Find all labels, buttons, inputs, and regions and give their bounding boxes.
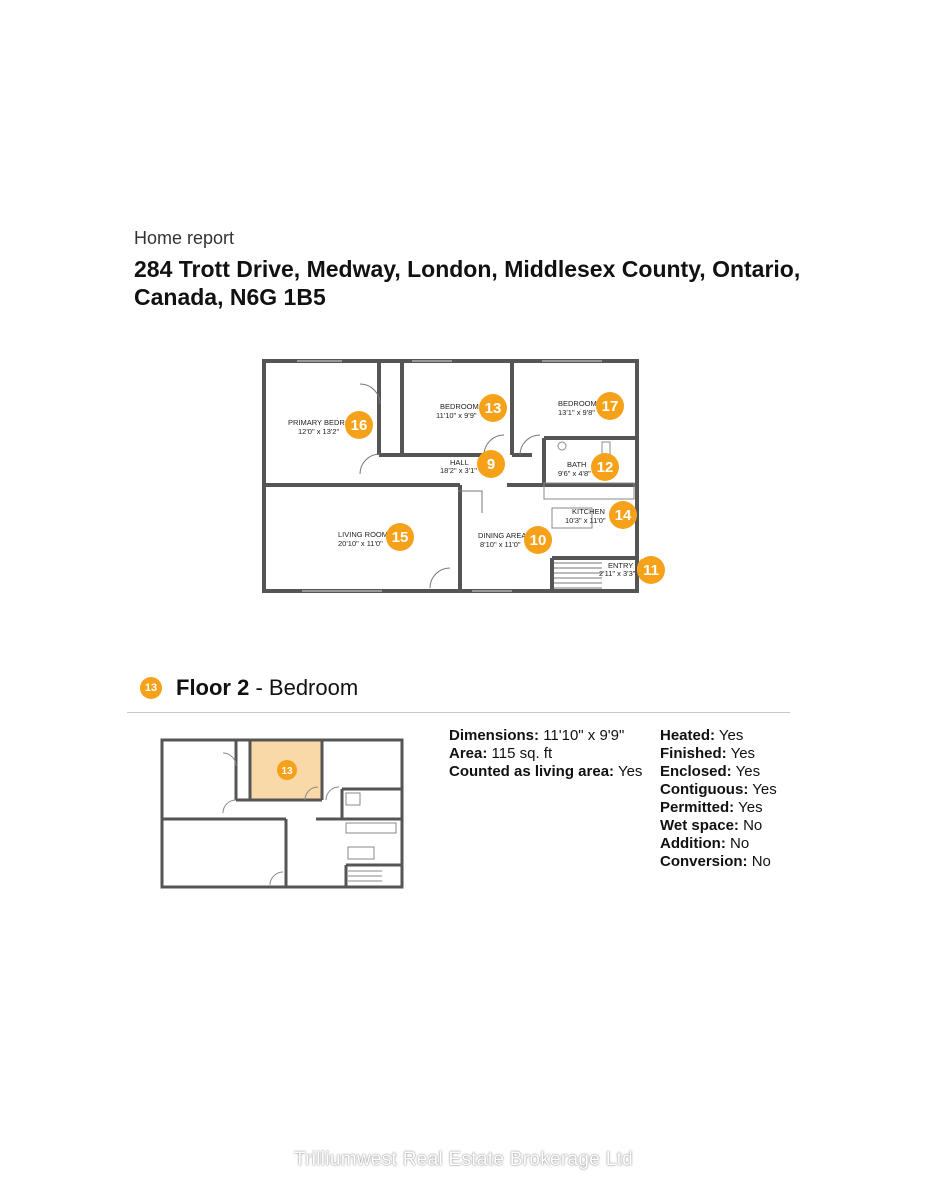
room-dims: 2'11" x 3'3" [599,569,636,578]
room-dims: 20'10" x 11'0" [338,539,383,548]
title-separator: - [249,675,269,700]
room-badge-number: 15 [392,529,409,546]
detail-heated: Heated: Yes [660,727,744,744]
room-badge [591,453,619,481]
mini-room-badge [277,760,297,780]
mini-floor-plan: 13 [160,738,404,889]
floor-name: Floor 2 [176,675,250,700]
floor-plan: PRIMARY BEDROOM 12'0" x 13'2" 16 BEDROOM… [262,359,642,593]
room-badge-number: 10 [530,532,547,549]
entry-badge: 11 [637,556,665,584]
detail-enclosed: Enclosed: Yes [660,763,761,780]
section-badge: 13 [140,677,162,699]
detail-area: Area: 115 sq. ft [449,745,553,762]
room-dims: 12'0" x 13'2" [298,427,339,436]
property-address: 284 Trott Drive, Medway, London, Middles… [134,256,801,310]
room-name: PRIMARY BEDROOM [288,418,363,427]
room-primary-bedroom: PRIMARY BEDROOM 12'0" x 13'2" 16 [288,411,373,439]
room-badge-number: 12 [597,459,614,476]
floor-plan-windows [297,360,602,592]
room-bedroom-17: BEDROOM 13'1" x 9'8" 17 [558,392,624,420]
room-name: BEDROOM [440,402,479,411]
room-dims: 10'3" x 11'0" [565,516,606,525]
room-name: BEDROOM [558,399,597,408]
room-hall: HALL 18'2" x 3'1" 9 [440,450,505,478]
room-badge-number: 16 [351,417,368,434]
room-dims: 13'1" x 9'8" [558,408,595,417]
room-badge-number: 13 [485,400,502,417]
detail-finished: Finished: Yes [660,745,756,762]
room-badge [609,501,637,529]
room-badge-number: 9 [487,456,495,473]
room-badge-number: 14 [615,507,632,524]
room-dims: 9'6" x 4'8" [558,469,591,478]
section-title: Floor 2 - Bedroom [176,675,358,701]
detail-dimensions: Dimensions: 11'10" x 9'9" [449,727,625,744]
brokerage-watermark: Trilliumwest Real Estate Brokerage Ltd [293,1149,634,1170]
room-badge [345,411,373,439]
room-dining-area: DINING AREA 8'10" x 11'0" 10 [478,526,552,554]
room-badge-number: 11 [643,562,659,579]
room-name: BATH [567,460,586,469]
room-badge [386,523,414,551]
report-subtitle: Home report [134,228,235,248]
room-details-left: Dimensions: 11'10" x 9'9" Area: 115 sq. … [449,727,642,781]
room-name: HALL [450,458,469,467]
room-bedroom-13: BEDROOM 11'10" x 9'9" 13 [436,394,507,422]
room-name: KITCHEN [572,507,605,516]
room-badge [524,526,552,554]
mini-room-badge-number: 13 [281,766,293,777]
room-name: DINING AREA [478,531,526,540]
room-dims: 18'2" x 3'1" [440,466,477,475]
room-badge-number: 17 [602,398,619,415]
room-dims: 8'10" x 11'0" [480,540,521,549]
room-badge [596,392,624,420]
section-divider [127,712,790,713]
detail-conversion: Conversion: No [660,853,771,870]
detail-contiguous: Contiguous: Yes [660,781,777,798]
room-details-right: Heated: Yes Finished: Yes Enclosed: Yes … [660,727,777,871]
room-name: Bedroom [268,675,359,700]
detail-living-area: Counted as living area: Yes [449,763,643,780]
section-heading: 13 Floor 2 - Bedroom [140,674,358,702]
detail-addition: Addition: No [660,835,750,852]
room-dims: 11'10" x 9'9" [436,411,477,420]
room-name: ENTRY [608,561,633,570]
room-badge [477,450,505,478]
room-living-room: LIVING ROOM 20'10" x 11'0" 15 [338,523,414,551]
stairs [554,562,602,589]
room-name: LIVING ROOM [338,530,388,539]
room-kitchen: KITCHEN 10'3" x 11'0" 14 [565,501,637,529]
room-bath: BATH 9'6" x 4'8" 12 [558,453,619,481]
room-badge [479,394,507,422]
detail-wet-space: Wet space: No [660,817,763,834]
detail-permitted: Permitted: Yes [660,799,763,816]
